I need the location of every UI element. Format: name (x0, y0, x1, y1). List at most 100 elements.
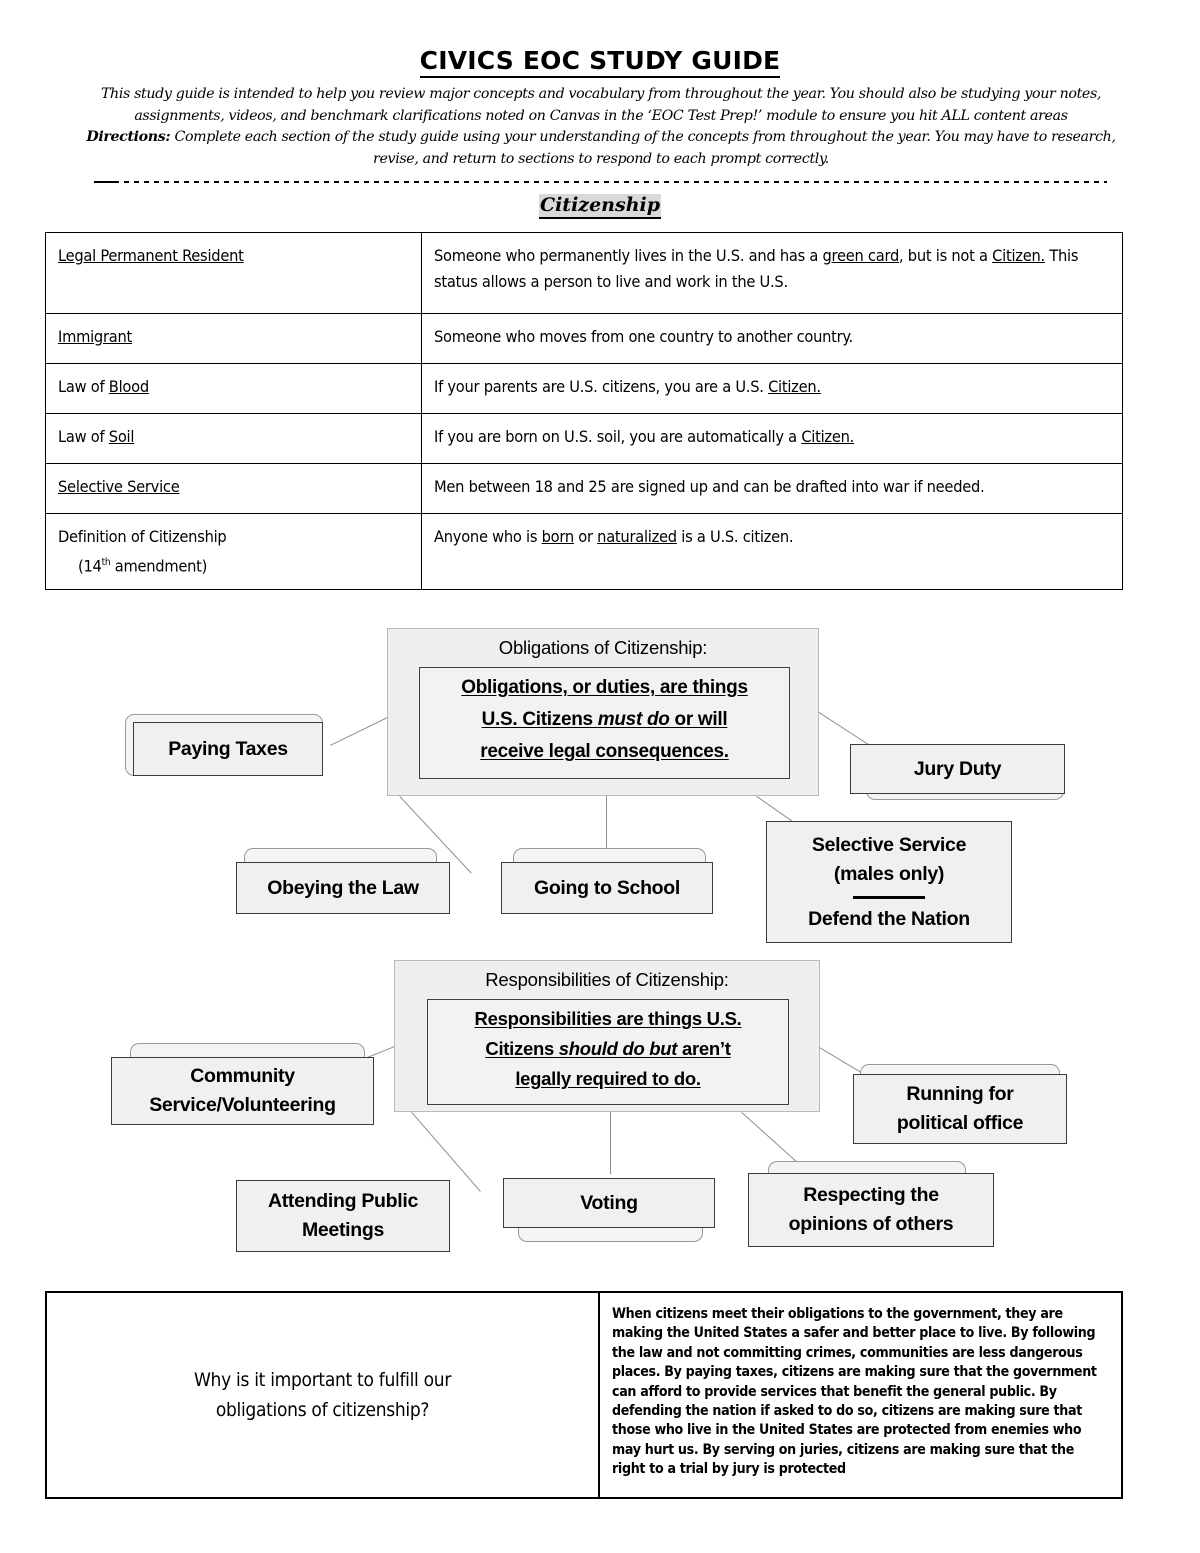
node-going-to-school[interactable]: Going to School (501, 862, 713, 914)
term-text: Legal Permanent Resident (58, 246, 244, 265)
node-running-for-office[interactable]: Running for political office (853, 1074, 1067, 1144)
reflection-question-cell: Why is it important to fulfill our oblig… (47, 1293, 600, 1497)
term-cell: Legal Permanent Resident (45, 232, 422, 314)
node-label-line-2: political office (896, 1112, 1024, 1134)
page-title: CIVICS EOC STUDY GUIDE (0, 46, 1200, 78)
term-line-2: (14th amendment) (78, 556, 208, 576)
node-divider (853, 895, 925, 899)
obligations-panel: Obligations of Citizenship: Obligations,… (387, 628, 819, 796)
def-part-citizen: Citizen. (992, 246, 1045, 265)
node-label-line-1: Selective Service (811, 833, 967, 856)
term-cell: Law of Soil (45, 413, 422, 464)
intro-line-1: This study guide is intended to help you… (100, 86, 1102, 102)
term-keyword: Blood (108, 377, 149, 396)
obligations-panel-title: Obligations of Citizenship: (498, 637, 708, 658)
obligations-definition-box: Obligations, or duties, are things U.S. … (419, 667, 790, 779)
node-label-line-2: (males only) (833, 862, 945, 885)
node-label-line-1: Running for (906, 1083, 1014, 1105)
term-cell: Selective Service (45, 463, 422, 514)
node-label-line-2: Service/Volunteering (149, 1094, 336, 1116)
reflection-answer-cell[interactable]: When citizens meet their obligations to … (612, 1306, 1097, 1478)
table-row: Selective Service Men between 18 and 25 … (45, 463, 1123, 514)
def-line-2-b: aren’t (677, 1038, 731, 1059)
def-line-3: legally required to do. (515, 1068, 701, 1089)
node-label: Obeying the Law (267, 876, 419, 899)
def-part-born: born (541, 527, 575, 546)
def-part-naturalized: naturalized (597, 527, 677, 546)
question-line-2: obligations of citizenship? (215, 1399, 430, 1421)
table-row: Law of Soil If you are born on U.S. soil… (45, 413, 1123, 464)
section-divider (94, 181, 1107, 183)
def-part: If you are born on U.S. soil, you are au… (434, 427, 802, 446)
term-text: Selective Service (58, 477, 180, 496)
table-row: Immigrant Someone who moves from one cou… (45, 313, 1123, 364)
def-part: , but is not a (899, 246, 993, 265)
node-obeying-the-law[interactable]: Obeying the Law (236, 862, 450, 914)
term-line-1: Definition of Citizenship (58, 527, 227, 546)
node-respecting-opinions[interactable]: Respecting the opinions of others (748, 1173, 994, 1247)
node-community-service[interactable]: Community Service/Volunteering (111, 1057, 374, 1125)
def-part: Men between 18 and 25 are signed up and … (434, 477, 985, 496)
directions-text: Complete each section of the study guide… (170, 129, 1116, 145)
section-heading: Citizenship (0, 194, 1200, 219)
definition-cell: Someone who moves from one country to an… (421, 313, 1123, 364)
term-prefix: Law of (58, 427, 109, 446)
node-label-line-2: Meetings (301, 1219, 385, 1241)
term-text: Immigrant (58, 327, 132, 346)
node-selective-service[interactable]: Selective Service (males only) Defend th… (766, 821, 1012, 943)
node-label-line-2: opinions of others (788, 1213, 954, 1235)
node-jury-duty[interactable]: Jury Duty (850, 744, 1065, 794)
node-label-line-1: Respecting the (803, 1184, 939, 1206)
node-attending-public-meetings[interactable]: Attending Public Meetings (236, 1180, 450, 1252)
table-row: Definition of Citizenship (14th amendmen… (45, 512, 1123, 591)
responsibilities-definition-box: Responsibilities are things U.S. Citizen… (427, 999, 789, 1105)
def-part: If your parents are U.S. citizens, you a… (434, 377, 769, 396)
def-line-3: receive legal consequences. (480, 741, 729, 762)
term-prefix: Law of (58, 377, 109, 396)
term-keyword: Soil (108, 427, 135, 446)
section-heading-text: Citizenship (538, 194, 662, 219)
intro-line-2: assignments, videos, and benchmark clari… (134, 107, 1068, 124)
def-line-2-a: Citizens (485, 1038, 559, 1059)
intro-paragraph: This study guide is intended to help you… (62, 84, 1140, 170)
definition-cell: Men between 18 and 25 are signed up and … (421, 463, 1123, 514)
def-part: Someone who permanently lives in the U.S… (434, 246, 823, 265)
term-cell: Law of Blood (45, 363, 422, 414)
question-line-1: Why is it important to fulfill our (193, 1369, 452, 1391)
def-part-citizen: Citizen. (801, 427, 855, 446)
def-line-2-a: U.S. Citizens (481, 709, 598, 730)
def-line-2-emphasis: must do (597, 709, 670, 730)
definition-cell: Anyone who is born or naturalized is a U… (421, 512, 1123, 591)
responsibilities-panel-title: Responsibilities of Citizenship: (485, 969, 729, 990)
def-part: is a U.S. citizen. (676, 527, 794, 546)
def-line-2-b: or will (669, 709, 728, 730)
definition-cell: If your parents are U.S. citizens, you a… (421, 363, 1123, 414)
reflection-table: Why is it important to fulfill our oblig… (45, 1291, 1123, 1499)
connector (606, 796, 607, 862)
def-part: Someone who moves from one country to an… (434, 327, 853, 346)
def-part-green-card: green card (822, 246, 900, 265)
term-cell: Immigrant (45, 313, 422, 364)
definition-cell: Someone who permanently lives in the U.S… (421, 232, 1123, 314)
directions-label: Directions: (86, 129, 171, 145)
directions-line-2: revise, and return to sections to respon… (373, 150, 829, 167)
node-label-line-3: Defend the Nation (808, 907, 970, 930)
page-title-text: CIVICS EOC STUDY GUIDE (419, 46, 781, 78)
table-row: Legal Permanent Resident Someone who per… (45, 232, 1123, 314)
def-part: or (573, 527, 598, 546)
def-part-citizen: Citizen. (768, 377, 821, 396)
vocabulary-table: Legal Permanent Resident Someone who per… (45, 232, 1123, 591)
node-label: Jury Duty (913, 757, 1002, 780)
term-cell: Definition of Citizenship (14th amendmen… (45, 512, 422, 591)
node-voting[interactable]: Voting (503, 1178, 715, 1228)
table-row: Law of Blood If your parents are U.S. ci… (45, 363, 1123, 414)
node-label: Paying Taxes (168, 737, 288, 760)
responsibilities-panel: Responsibilities of Citizenship: Respons… (394, 960, 820, 1112)
node-label-line-1: Attending Public (267, 1190, 419, 1212)
node-label-line-1: Community (190, 1065, 295, 1087)
node-label: Voting (580, 1191, 638, 1214)
def-line-2-emphasis: should do but (558, 1038, 678, 1059)
node-paying-taxes[interactable]: Paying Taxes (133, 722, 323, 776)
def-line-1: Obligations, or duties, are things (461, 677, 748, 698)
def-part: This status allows a person to live and … (434, 246, 1079, 291)
